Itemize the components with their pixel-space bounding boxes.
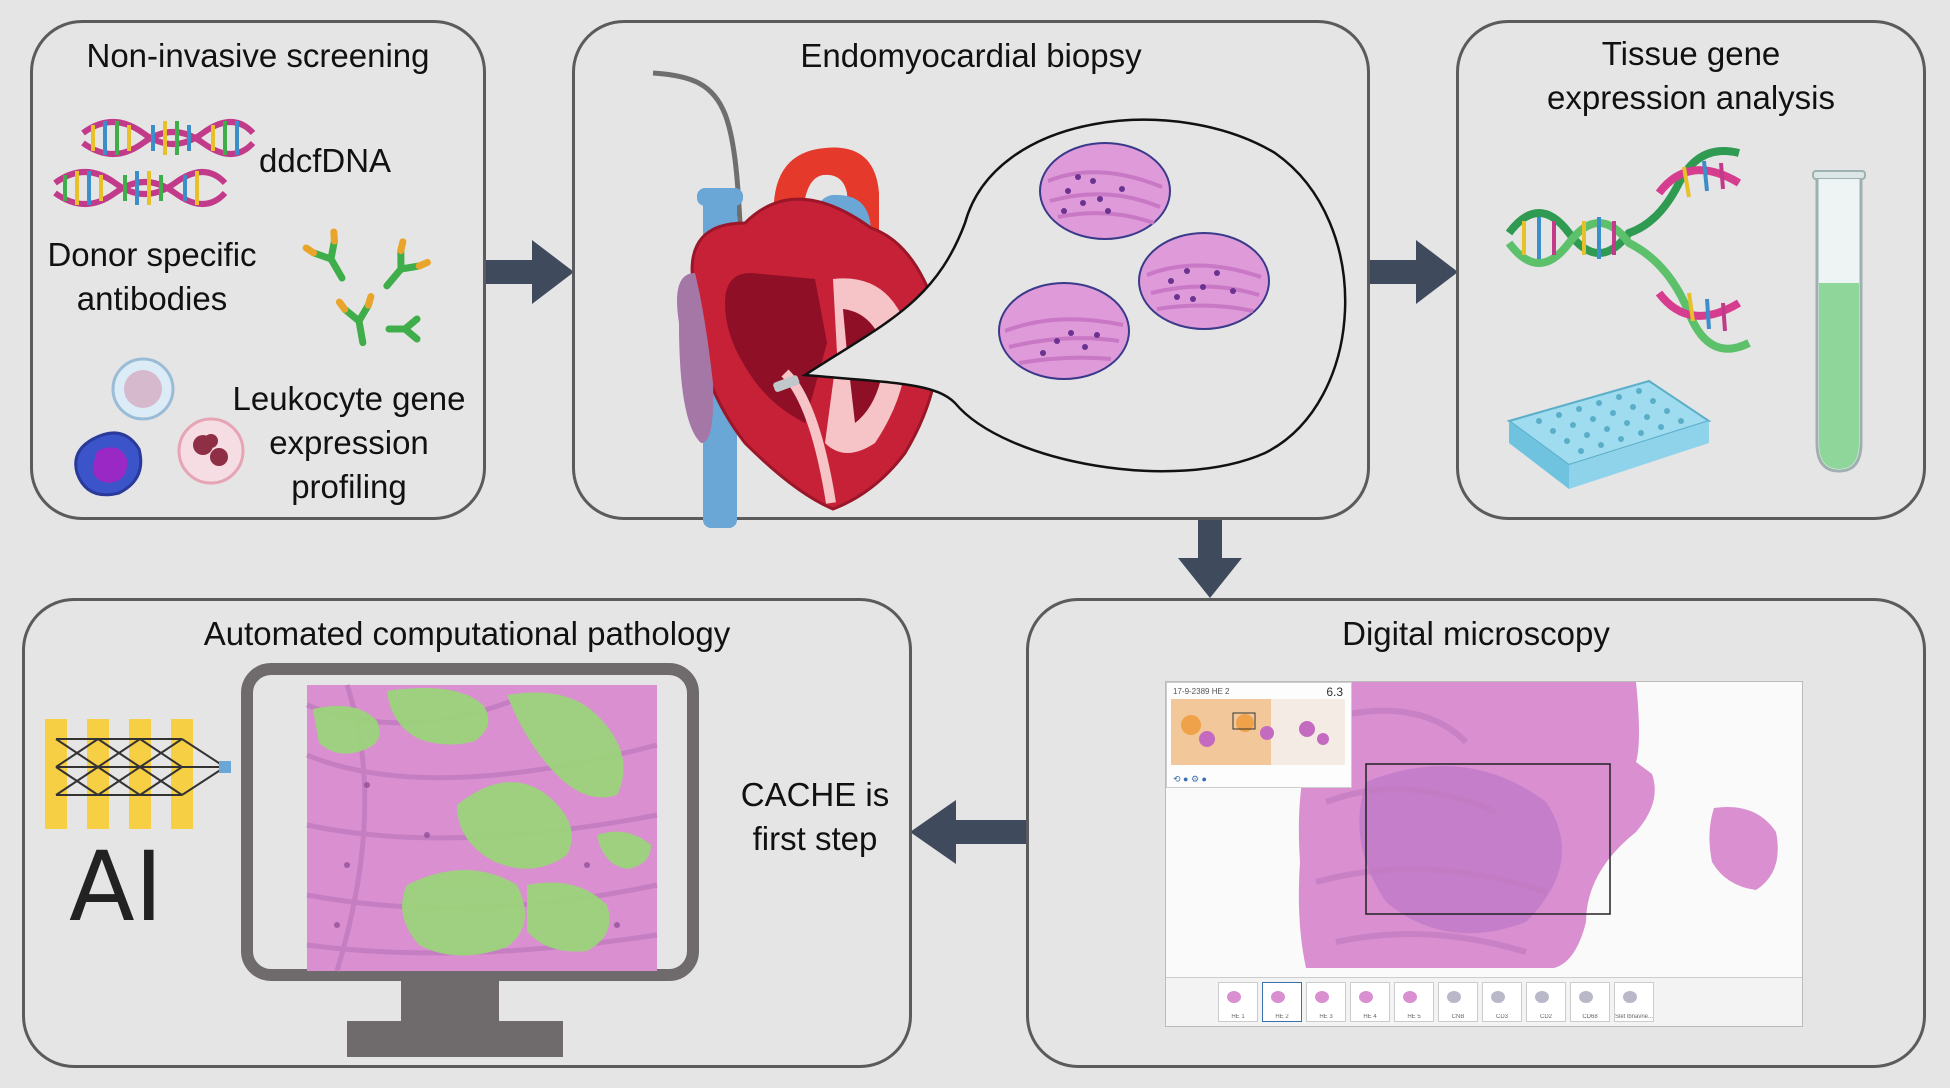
dna-strand-icon (53, 119, 256, 207)
arrow-microscopy-to-pathology (910, 800, 1026, 864)
panel-title-pathology: Automated computational pathology (203, 615, 731, 652)
slide-thumbnail[interactable]: HE 1 (1218, 982, 1258, 1022)
label-profiling: profiling (291, 468, 407, 505)
leukocyte-cells-icon (74, 357, 245, 497)
overview-thumbnail (1171, 699, 1345, 765)
biopsy-histology-circle-1 (1039, 142, 1171, 240)
biopsy-histology-circle-2 (1138, 232, 1270, 330)
slide-thumbnail-label: HE 4 (1363, 1014, 1377, 1020)
dna-strand-top (81, 119, 256, 157)
panel-endomyocardial-biopsy: Endomyocardial biopsy (572, 20, 1370, 528)
panel-tissue-gene-expression: Tissue gene expression analysis (1456, 20, 1926, 520)
panel-computational-pathology: Automated computational pathology AI (22, 598, 912, 1068)
arrow-biopsy-to-microscopy (1178, 520, 1242, 598)
bioptome-tip (773, 375, 800, 392)
slide-thumbnail-strip: HE 1 HE 2 HE 3 HE 4 HE 5 CNB CD3 CD2 CD68 Slet lb… (1166, 977, 1802, 1026)
slide-thumbnail-label: HE 3 (1319, 1014, 1333, 1020)
biopsy-histology-circle-3 (998, 282, 1130, 380)
label-donor-specific: Donor specific (47, 236, 257, 273)
panel-title-biopsy: Endomyocardial biopsy (800, 37, 1142, 74)
dna-strand-bottom (53, 169, 228, 207)
slide-thumbnail-label: HE 1 (1231, 1014, 1245, 1020)
slide-thumbnail[interactable]: HE 4 (1350, 982, 1390, 1022)
slide-thumbnail-label: CD2 (1539, 1014, 1552, 1020)
test-tube-liquid (1819, 283, 1859, 469)
slide-thumbnail[interactable]: CD3 (1482, 982, 1522, 1022)
label-ddcfdna: ddcfDNA (259, 142, 392, 179)
zoom-level: 6.3 (1326, 685, 1343, 699)
slide-thumbnail[interactable]: HE 2 (1262, 982, 1302, 1022)
slide-id-label: 17-9-2389 HE 2 (1173, 687, 1230, 696)
slide-thumbnail-label: HE 2 (1275, 1014, 1289, 1020)
neural-network-icon (45, 719, 231, 829)
slide-thumbnail[interactable]: HE 5 (1394, 982, 1434, 1022)
panel-title-tissue-1: Tissue gene (1601, 35, 1781, 72)
slide-thumbnail-label: Slet lbnavne... (1615, 1014, 1653, 1020)
slide-thumbnail[interactable]: CD2 (1526, 982, 1566, 1022)
he-tissue-scan (1298, 682, 1778, 968)
slide-thumbnail[interactable]: CNB (1438, 982, 1478, 1022)
panel-title-screening: Non-invasive screening (86, 37, 430, 74)
well-plate-icon (1506, 379, 1712, 489)
label-antibodies: antibodies (76, 280, 228, 317)
caption-first-step: first step (752, 820, 878, 857)
panel-non-invasive-screening: Non-invasive screening (30, 20, 486, 520)
arrow-screening-to-biopsy (486, 240, 574, 304)
slide-thumbnail-label: HE 5 (1407, 1014, 1421, 1020)
caption-cache-is: CACHE is (740, 776, 890, 813)
ai-label: AI (69, 831, 163, 943)
slide-thumbnail-label: CNB (1451, 1014, 1465, 1020)
viewport-box (1365, 763, 1611, 915)
panel-title-tissue-2: expression analysis (1547, 79, 1835, 116)
label-leukocyte-gene: Leukocyte gene (232, 380, 466, 417)
overview-toolbar[interactable]: ⟲ ● ⚙ ● (1173, 774, 1207, 784)
segmented-histology-image (306, 684, 658, 972)
panel-title-microscopy: Digital microscopy (1342, 615, 1610, 652)
dna-replication-icon (1505, 147, 1751, 353)
slide-thumbnail[interactable]: CD68 (1570, 982, 1610, 1022)
slide-thumbnail-label: CD68 (1582, 1014, 1598, 1020)
slide-thumbnail[interactable]: Slet lbnavne... (1614, 982, 1654, 1022)
slide-thumbnail-label: CD3 (1495, 1014, 1508, 1020)
test-tube-icon (1812, 170, 1866, 473)
slide-overview-inset: 17-9-2389 HE 2 6.3 ⟲ ● ⚙ ● (1166, 682, 1352, 788)
label-expression: expression (269, 424, 429, 461)
slide-thumbnail[interactable]: HE 3 (1306, 982, 1346, 1022)
arrow-biopsy-to-tissue (1370, 240, 1458, 304)
panel-digital-microscopy: Digital microscopy 17-9-2389 HE 2 6.3 (1026, 598, 1926, 1068)
antibody-icon (302, 228, 431, 347)
